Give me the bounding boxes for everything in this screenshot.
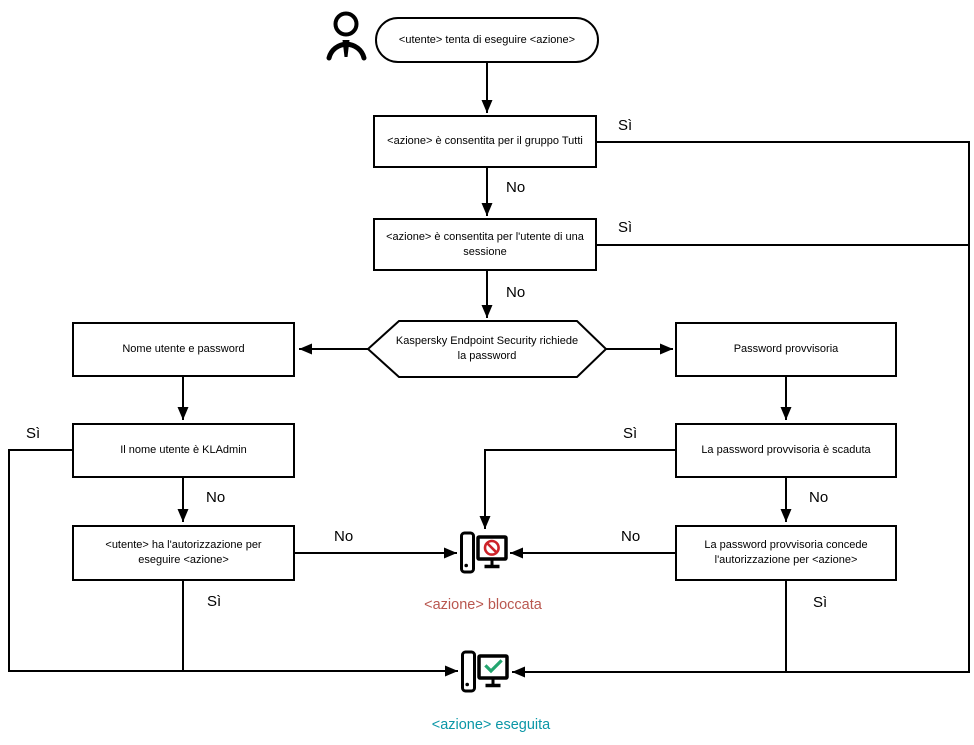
node-username-password: Nome utente e password bbox=[72, 322, 295, 377]
arrow-kladmin-yes-to-executed bbox=[8, 449, 458, 677]
action-executed-icon bbox=[461, 650, 509, 693]
outcome-label-executed: <azione> eseguita bbox=[431, 717, 551, 733]
flow-arrows bbox=[8, 63, 970, 678]
arrow-expired-yes-to-blocked bbox=[479, 449, 675, 529]
node-temp-password-grants: La password provvisoria concede l'autori… bbox=[675, 525, 897, 581]
edge-label-grants-yes: Sì bbox=[813, 594, 828, 611]
node-start: <utente> tenta di eseguire <azione> bbox=[375, 17, 599, 63]
edge-label-group-yes: Sì bbox=[618, 117, 633, 134]
edge-label-kladmin-yes: Sì bbox=[26, 425, 41, 442]
node-password-request: Kaspersky Endpoint Security richiede la … bbox=[395, 335, 579, 362]
edge-label-session-yes: Sì bbox=[618, 219, 633, 236]
edge-label-session-no: No bbox=[506, 284, 526, 301]
prohibition-badge bbox=[483, 539, 500, 556]
edge-label-grants-no: No bbox=[621, 528, 641, 545]
edge-label-group-no: No bbox=[506, 179, 526, 196]
node-user-permission-check: <utente> ha l'autorizzazione per eseguir… bbox=[72, 525, 295, 581]
node-session-check: <azione> è consentita per l'utente di un… bbox=[373, 218, 597, 271]
edge-label-permission-yes: Sì bbox=[207, 593, 222, 610]
edge-label-permission-no: No bbox=[334, 528, 354, 545]
check-badge bbox=[484, 659, 503, 674]
node-group-check: <azione> è consentita per il gruppo Tutt… bbox=[373, 115, 597, 168]
edge-label-kladmin-no: No bbox=[206, 489, 226, 506]
node-kladmin-check: Il nome utente è KLAdmin bbox=[72, 423, 295, 478]
edge-label-expired-yes: Sì bbox=[623, 425, 638, 442]
node-temp-password-expired: La password provvisoria è scaduta bbox=[675, 423, 897, 478]
arrow-group-yes-to-executed bbox=[512, 141, 970, 678]
outcome-label-blocked: <azione> bloccata bbox=[424, 597, 542, 613]
user-icon bbox=[326, 11, 367, 61]
action-blocked-icon bbox=[460, 531, 508, 574]
node-temporary-password: Password provvisoria bbox=[675, 322, 897, 377]
edge-label-expired-no: No bbox=[809, 489, 829, 506]
